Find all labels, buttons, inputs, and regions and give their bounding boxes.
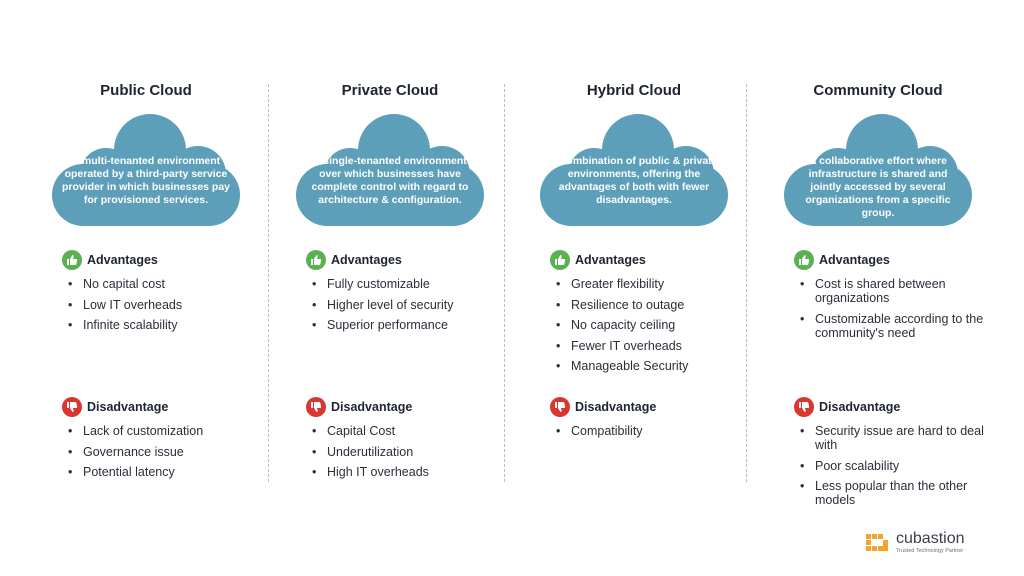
- column-divider: [504, 84, 505, 482]
- logo-name: cubastion: [896, 530, 965, 547]
- disadvantages-list: Security issue are hard to deal with Poo…: [798, 424, 992, 514]
- logo-text: cubastion Trusted Technology Partner: [896, 531, 965, 555]
- disadvantages-heading: Disadvantage: [794, 397, 900, 417]
- disadvantages-heading: Disadvantage: [62, 397, 168, 417]
- thumbs-up-icon: [550, 250, 570, 270]
- list-item: Compatibility: [554, 424, 748, 438]
- cloud-description: A collaborative effort where infrastruct…: [805, 155, 951, 219]
- thumbs-up-icon: [306, 250, 326, 270]
- cloud-models-comparison: Public Cloud A multi-tenanted environmen…: [24, 0, 1000, 576]
- logo-tagline: Trusted Technology Partner: [896, 548, 964, 554]
- disadvantages-heading: Disadvantage: [550, 397, 656, 417]
- cloud-shape: A single-tenanted environment over which…: [290, 112, 490, 232]
- column-public-cloud: Public Cloud A multi-tenanted environmen…: [24, 0, 269, 576]
- advantages-list: Greater flexibility Resilience to outage…: [554, 277, 748, 380]
- cloud-shape: A multi-tenanted environment operated by…: [46, 112, 246, 232]
- thumbs-down-icon: [306, 397, 326, 417]
- advantages-label: Advantages: [575, 253, 646, 267]
- advantages-list: Cost is shared between organizations Cus…: [798, 277, 992, 346]
- disadvantages-label: Disadvantage: [819, 400, 901, 414]
- advantages-list: Fully customizable Higher level of secur…: [310, 277, 504, 339]
- column-title: Public Cloud: [100, 82, 192, 99]
- column-private-cloud: Private Cloud A single-tenanted environm…: [268, 0, 512, 576]
- list-item: Manageable Security: [554, 359, 748, 373]
- list-item: Resilience to outage: [554, 298, 748, 312]
- advantages-heading: Advantages: [794, 250, 890, 270]
- list-item: High IT overheads: [310, 465, 504, 479]
- cloud-description: A multi-tenanted environment operated by…: [61, 155, 231, 206]
- advantages-label: Advantages: [819, 253, 890, 267]
- advantages-heading: Advantages: [62, 250, 158, 270]
- list-item: No capital cost: [66, 277, 260, 291]
- disadvantages-list: Compatibility: [554, 424, 748, 445]
- list-item: Superior performance: [310, 318, 504, 332]
- disadvantages-label: Disadvantage: [87, 400, 169, 414]
- cloud-description: A combination of public & private enviro…: [550, 155, 718, 206]
- list-item: Poor scalability: [798, 459, 992, 473]
- company-logo: cubastion Trusted Technology Partner: [866, 531, 965, 555]
- thumbs-up-icon: [62, 250, 82, 270]
- list-item: No capacity ceiling: [554, 318, 748, 332]
- list-item: Underutilization: [310, 445, 504, 459]
- advantages-label: Advantages: [87, 253, 158, 267]
- list-item: Customizable according to the community'…: [798, 312, 992, 340]
- column-community-cloud: Community Cloud A collaborative effort w…: [756, 0, 1000, 576]
- list-item: Fewer IT overheads: [554, 339, 748, 353]
- cloud-shape: A collaborative effort where infrastruct…: [778, 112, 978, 232]
- list-item: Lack of customization: [66, 424, 260, 438]
- cloud-icon: [784, 114, 972, 226]
- disadvantages-heading: Disadvantage: [306, 397, 412, 417]
- list-item: Infinite scalability: [66, 318, 260, 332]
- column-hybrid-cloud: Hybrid Cloud A combination of public & p…: [512, 0, 756, 576]
- list-item: Higher level of security: [310, 298, 504, 312]
- advantages-heading: Advantages: [306, 250, 402, 270]
- column-title: Private Cloud: [341, 82, 439, 99]
- column-title: Community Cloud: [813, 82, 943, 99]
- disadvantages-list: Capital Cost Underutilization High IT ov…: [310, 424, 504, 486]
- disadvantages-list: Lack of customization Governance issue P…: [66, 424, 260, 486]
- cloud-shape: A combination of public & private enviro…: [534, 112, 734, 232]
- list-item: Greater flexibility: [554, 277, 748, 291]
- thumbs-down-icon: [550, 397, 570, 417]
- list-item: Cost is shared between organizations: [798, 277, 992, 305]
- advantages-list: No capital cost Low IT overheads Infinit…: [66, 277, 260, 339]
- cloud-icon: [52, 114, 240, 226]
- disadvantages-label: Disadvantage: [575, 400, 657, 414]
- list-item: Security issue are hard to deal with: [798, 424, 992, 452]
- list-item: Capital Cost: [310, 424, 504, 438]
- cloud-icon: [296, 114, 484, 226]
- thumbs-up-icon: [794, 250, 814, 270]
- column-divider: [268, 84, 269, 482]
- advantages-label: Advantages: [331, 253, 402, 267]
- column-divider: [746, 84, 747, 482]
- column-title: Hybrid Cloud: [586, 82, 682, 99]
- list-item: Less popular than the other models: [798, 479, 992, 507]
- disadvantages-label: Disadvantage: [331, 400, 413, 414]
- thumbs-down-icon: [62, 397, 82, 417]
- cloud-icon: [540, 114, 728, 226]
- advantages-heading: Advantages: [550, 250, 646, 270]
- cubastion-logo-icon: [866, 534, 888, 551]
- thumbs-down-icon: [794, 397, 814, 417]
- list-item: Governance issue: [66, 445, 260, 459]
- list-item: Low IT overheads: [66, 298, 260, 312]
- cloud-description: A single-tenanted environment over which…: [311, 155, 469, 206]
- list-item: Fully customizable: [310, 277, 504, 291]
- list-item: Potential latency: [66, 465, 260, 479]
